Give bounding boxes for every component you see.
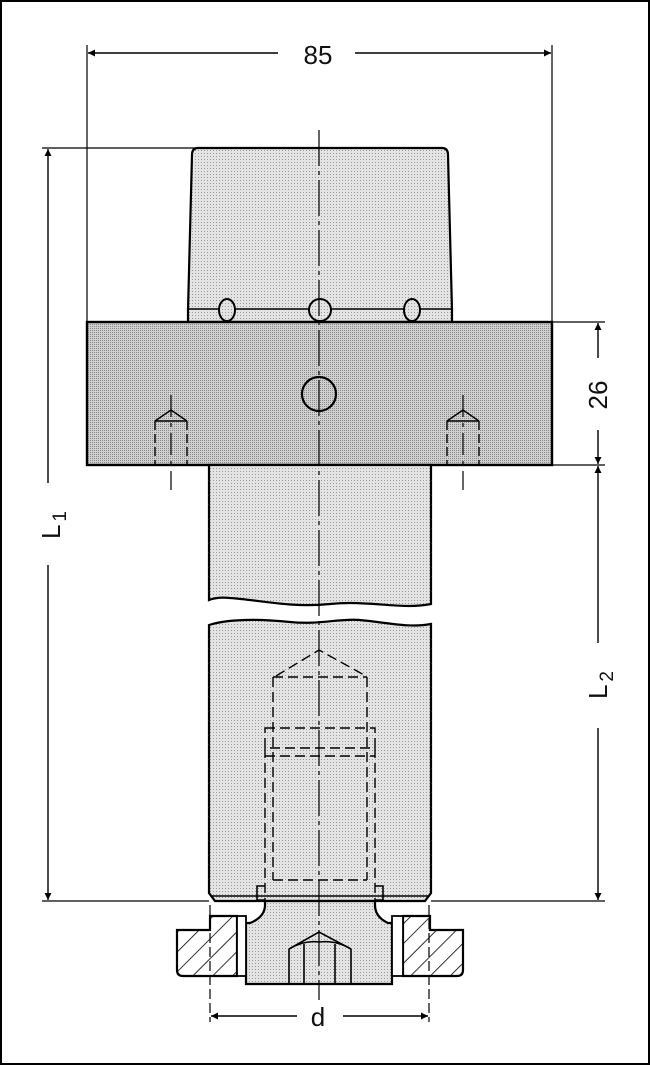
dimension-L2: L2	[431, 466, 618, 902]
dim-L1-subscript: 1	[50, 511, 71, 522]
svg-text:L2: L2	[583, 671, 618, 699]
dimension-d: d	[209, 905, 430, 1032]
shaft-lower	[207, 618, 433, 903]
dim-L1-label: L	[36, 525, 66, 539]
dim-L2-label: L	[583, 685, 613, 699]
dimension-L1: L1	[36, 147, 209, 902]
dim-85-label: 85	[304, 40, 333, 70]
dim-26-label: 26	[583, 381, 613, 410]
dimension-26: 26	[552, 321, 613, 466]
dim-L2-subscript: 2	[597, 671, 618, 682]
top-cap	[186, 146, 454, 324]
dimension-85: 85	[86, 40, 553, 322]
bottom-nut	[175, 899, 465, 986]
svg-text:L1: L1	[36, 511, 71, 539]
shaft-upper	[207, 463, 433, 608]
dim-d-label: d	[311, 1002, 325, 1032]
